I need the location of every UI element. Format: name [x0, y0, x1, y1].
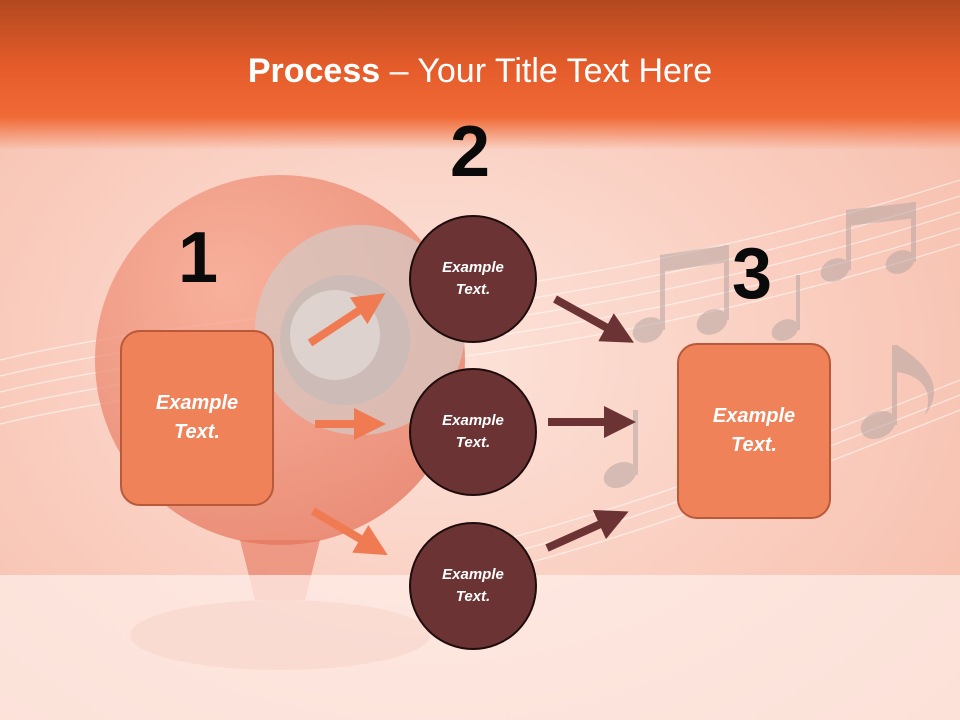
title-rest: – Your Title Text Here — [380, 52, 713, 90]
title-bold: Process — [247, 52, 381, 90]
slide-title: Process – Your Title Text Here — [0, 52, 960, 91]
step-number-3: 3 — [732, 234, 773, 314]
arrow-left-up — [307, 293, 386, 347]
step-number-1: 1 — [178, 218, 219, 298]
arrow-left-down — [310, 507, 388, 556]
title-bar — [0, 0, 960, 150]
arrow-right-down — [553, 295, 634, 343]
arrow-right-up — [545, 509, 629, 552]
step-number-2: 2 — [450, 112, 491, 192]
